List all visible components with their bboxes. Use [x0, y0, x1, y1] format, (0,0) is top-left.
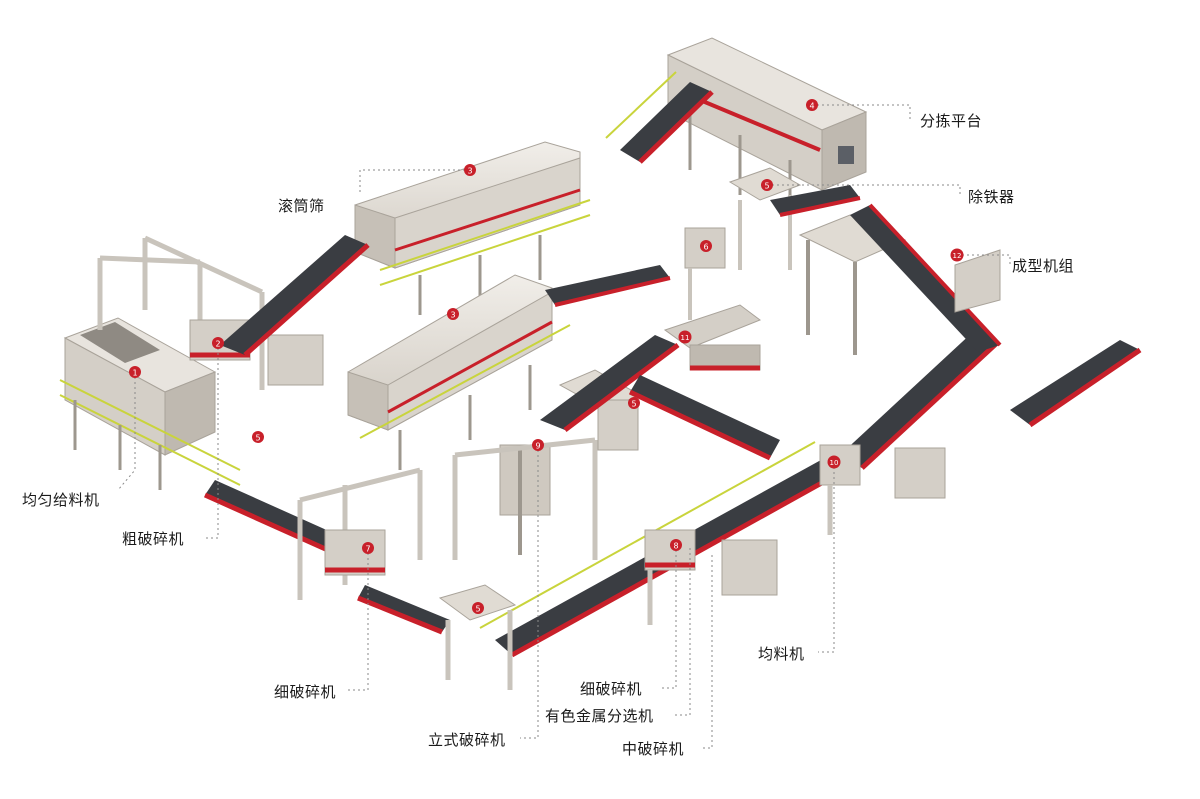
badge-3-lower: 3 [447, 308, 459, 320]
svg-text:3: 3 [467, 167, 472, 176]
badge-10: 10 [827, 455, 841, 469]
trommel-screen-lower [347, 274, 571, 470]
badge-8: 8 [670, 539, 682, 551]
svg-text:9: 9 [535, 442, 540, 451]
badge-3-upper: 3 [464, 164, 476, 176]
label-sorting-platform: 分拣平台 [920, 112, 983, 130]
uniform-feeder [59, 317, 241, 490]
leader-lines [117, 104, 1011, 749]
central-structures [452, 369, 642, 560]
badge-4: 4 [806, 99, 818, 111]
label-middle-crusher: 中破碎机 [622, 740, 685, 758]
label-fine-crusher-left: 细破碎机 [274, 683, 337, 701]
badge-6: 6 [700, 240, 712, 252]
fine-crusher-frame-left [297, 467, 423, 600]
badge-11: 11 [678, 330, 692, 344]
conveyor-separator-to-mixer [628, 375, 780, 461]
trommel-screen-upper [354, 141, 591, 315]
label-uniform-feeder: 均匀给料机 [22, 491, 100, 509]
conveyor-to-separator [540, 335, 680, 432]
svg-text:2: 2 [215, 340, 220, 349]
label-forming-unit: 成型机组 [1012, 257, 1075, 275]
badge-5-center: 5 [628, 397, 640, 409]
label-mixer: 均料机 [758, 645, 805, 663]
svg-text:5: 5 [631, 400, 636, 409]
conveyor-to-trommel [220, 235, 370, 357]
svg-text:5: 5 [764, 182, 769, 191]
label-coarse-crusher: 粗破碎机 [122, 530, 185, 548]
label-vertical-crusher: 立式破碎机 [428, 731, 506, 749]
badge-12: 12 [950, 248, 964, 262]
badge-9: 9 [532, 439, 544, 451]
svg-text:5: 5 [475, 605, 480, 614]
badge-1: 1 [129, 366, 141, 378]
mixer-area [819, 444, 946, 535]
forming-unit [798, 203, 1142, 428]
badge-7: 7 [362, 542, 374, 554]
svg-text:7: 7 [365, 545, 370, 554]
svg-text:12: 12 [953, 252, 962, 260]
svg-text:3: 3 [450, 311, 455, 320]
badge-5-left: 5 [252, 431, 264, 443]
middle-crusher [644, 529, 778, 625]
label-iron-remover: 除铁器 [968, 188, 1015, 206]
label-nonferrous-separator: 有色金属分选机 [545, 707, 654, 725]
svg-text:1: 1 [132, 369, 137, 378]
conveyor-mixer-to-forming [840, 330, 1000, 470]
svg-text:8: 8 [673, 542, 678, 551]
label-fine-crusher-right: 细破碎机 [580, 680, 643, 698]
badge-2: 2 [212, 337, 224, 349]
svg-text:4: 4 [809, 102, 814, 111]
frame-six [545, 227, 726, 320]
svg-text:5: 5 [255, 434, 260, 443]
svg-text:10: 10 [830, 459, 839, 467]
badge-5-bottom: 5 [472, 602, 484, 614]
conveyor-to-sorting [605, 71, 714, 164]
svg-text:11: 11 [681, 334, 690, 342]
label-trommel-screen: 滚筒筛 [278, 197, 325, 215]
badge-5-top: 5 [761, 179, 773, 191]
svg-text:6: 6 [703, 243, 708, 252]
